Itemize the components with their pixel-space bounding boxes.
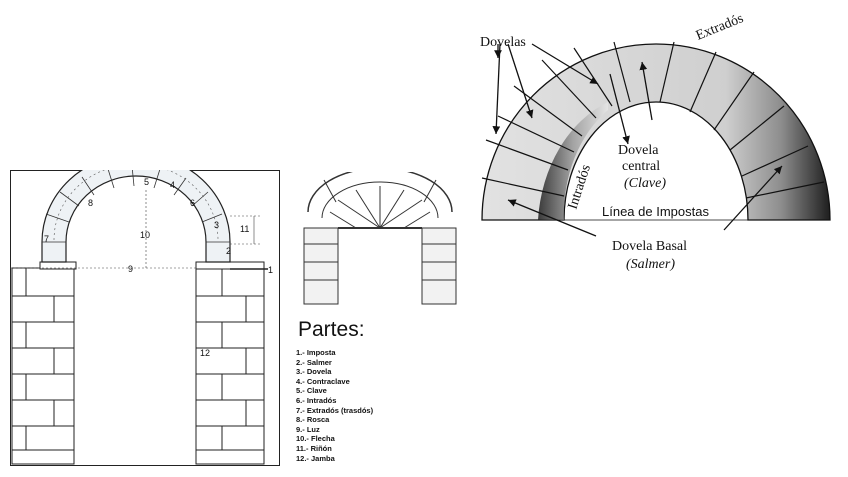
label-1: 1 [268,265,273,275]
legend-list: 1.- Imposta 2.- Salmer 3.- Dovela 4.- Co… [296,348,436,463]
legend-item: 12.- Jamba [296,453,335,463]
right-impost [195,261,265,270]
legend-item: 6.- Intradós [296,395,337,405]
legend-item: 3.- Dovela [296,367,332,377]
label-dovela-basal: Dovela Basal [612,239,687,254]
parts-legend: Partes: 1.- Imposta 2.- Salmer 3.- Dovel… [296,318,436,463]
legend-item: 9.- Luz [296,424,320,434]
label-12: 12 [200,348,210,358]
label-11: 11 [240,224,249,234]
legend-item: 10.- Flecha [296,434,335,444]
label-9: 9 [128,264,133,274]
legend-title: Partes: [298,318,365,341]
label-dovela-central-1: Dovela [618,143,659,158]
label-salmer: (Salmer) [626,257,675,272]
legend-item: 7.- Extradós (trasdós) [296,405,374,415]
voussoir-arch-diagram: Dovelas Extradós Intradós Dovela central… [478,11,838,284]
label-2: 2 [226,246,231,256]
arch-elevation-drawing: 5 4 6 3 2 1 8 7 10 11 9 12 [10,153,280,466]
label-3: 3 [214,220,219,230]
legend-item: 5.- Clave [296,386,327,396]
arch-ring [41,153,231,263]
label-dovelas: Dovelas [480,35,526,50]
legend-item: 2.- Salmer [296,357,332,367]
legend-item: 1.- Imposta [296,348,336,357]
arch-parts-diagram: 5 4 6 3 2 1 8 7 10 11 9 12 [10,153,280,466]
legend-item: 8.- Rosca [296,415,330,425]
legend-item: 11.- Riñón [296,443,332,453]
label-linea-impostas: Línea de Impostas [602,204,709,219]
arch-body [481,41,831,221]
label-dovela-central-2: central [622,159,660,174]
label-4: 4 [170,180,175,190]
label-clave: (Clave) [624,176,666,191]
centering-sketch [300,167,460,306]
legend-item: 4.- Contraclave [296,376,350,386]
label-6: 6 [190,198,195,208]
right-jamb [195,267,265,465]
label-extrados: Extradós [694,14,746,44]
label-5: 5 [144,177,149,187]
label-10: 10 [140,230,150,240]
label-8: 8 [88,198,93,208]
left-jamb [11,267,75,465]
label-7: 7 [44,234,49,244]
